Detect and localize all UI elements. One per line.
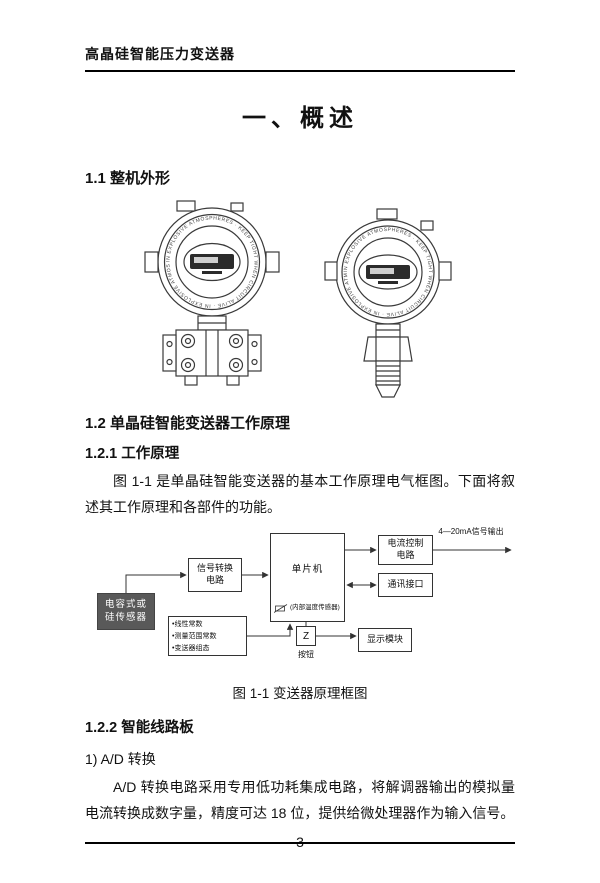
page-header: 高晶硅智能压力变送器 <box>85 0 515 72</box>
block-display-module: 显示模块 <box>358 628 412 652</box>
top-vent <box>230 202 244 212</box>
block-z-button: Z <box>296 626 316 646</box>
conduit-left <box>144 251 159 273</box>
figure-caption: 图 1-1 变送器原理框图 <box>232 686 368 701</box>
conduit-right <box>265 251 280 273</box>
block-signal-conversion: 信号转换 电路 <box>188 558 242 592</box>
block-sensor: 电容式或 硅传感器 <box>97 593 155 630</box>
output-signal-label: 4—20mA信号输出 <box>438 527 504 536</box>
section-1-1-heading: 1.1 整机外形 <box>85 170 171 187</box>
conduit-right <box>438 261 452 281</box>
block-mcu: 单片机 (内部温度传感器) <box>270 533 345 622</box>
block-constants: •线性常数 •测量范围常数 •变送器组态 <box>168 616 247 656</box>
top-vent <box>420 220 434 231</box>
internal-temp-sensor: (内部温度传感器) <box>274 604 340 613</box>
dp-flange-body <box>175 329 249 377</box>
figure-outline-drawings: IN EXPLOSIVE ATMOSPHERES · KEEP TIGHT WH… <box>85 200 515 412</box>
transmitter-drawing-dp: IN EXPLOSIVE ATMOSPHERES · KEEP TIGHT WH… <box>127 200 280 386</box>
block-current-control: 电流控制 电路 <box>378 535 433 565</box>
transmitter-drawing-gp: IN EXPLOSIVE ATMOSPHERES · KEEP TIGHT WH… <box>313 208 452 398</box>
section-1-2-2-heading: 1.2.2 智能线路板 <box>85 720 194 736</box>
paragraph-ad-conversion: A/D 转换电路采用专用低功耗集成电路，将解调器输出的模拟量电流转换成数字量，精… <box>85 779 515 821</box>
lcd-display-bezel <box>358 254 418 290</box>
button-label: 按钮 <box>298 650 314 659</box>
block-comm-interface: 通讯接口 <box>378 573 433 597</box>
lcd-display-bezel <box>183 242 241 282</box>
block-diagram: 4—20mA信号输出 电容式或 硅传感器 信号转换 电路 单片机 (内部温度传感… <box>85 526 515 672</box>
top-plug <box>176 200 196 212</box>
internal-temp-sensor-label: (内部温度传感器) <box>290 604 340 612</box>
footer-rule <box>85 842 515 844</box>
conduit-left <box>324 261 338 281</box>
diagram-connectors <box>125 546 512 640</box>
section-1-2-1-heading: 1.2.1 工作原理 <box>85 446 180 462</box>
internal-temp-sensor-icon <box>274 604 288 613</box>
section-1-2-heading: 1.2 单晶硅智能变送器工作原理 <box>85 415 291 432</box>
hex-nut <box>363 336 413 362</box>
mcu-label: 单片机 <box>291 563 324 575</box>
paragraph-working-principle: 图 1-1 是单晶硅智能变送器的基本工作原理电气框图。下面将叙述其工作原理和各部… <box>85 473 515 515</box>
top-plug <box>376 208 398 220</box>
doc-title: 一、概述 <box>242 105 358 132</box>
header-title: 高晶硅智能压力变送器 <box>85 44 515 72</box>
list-item-ad-conversion: 1) A/D 转换 <box>85 751 156 767</box>
